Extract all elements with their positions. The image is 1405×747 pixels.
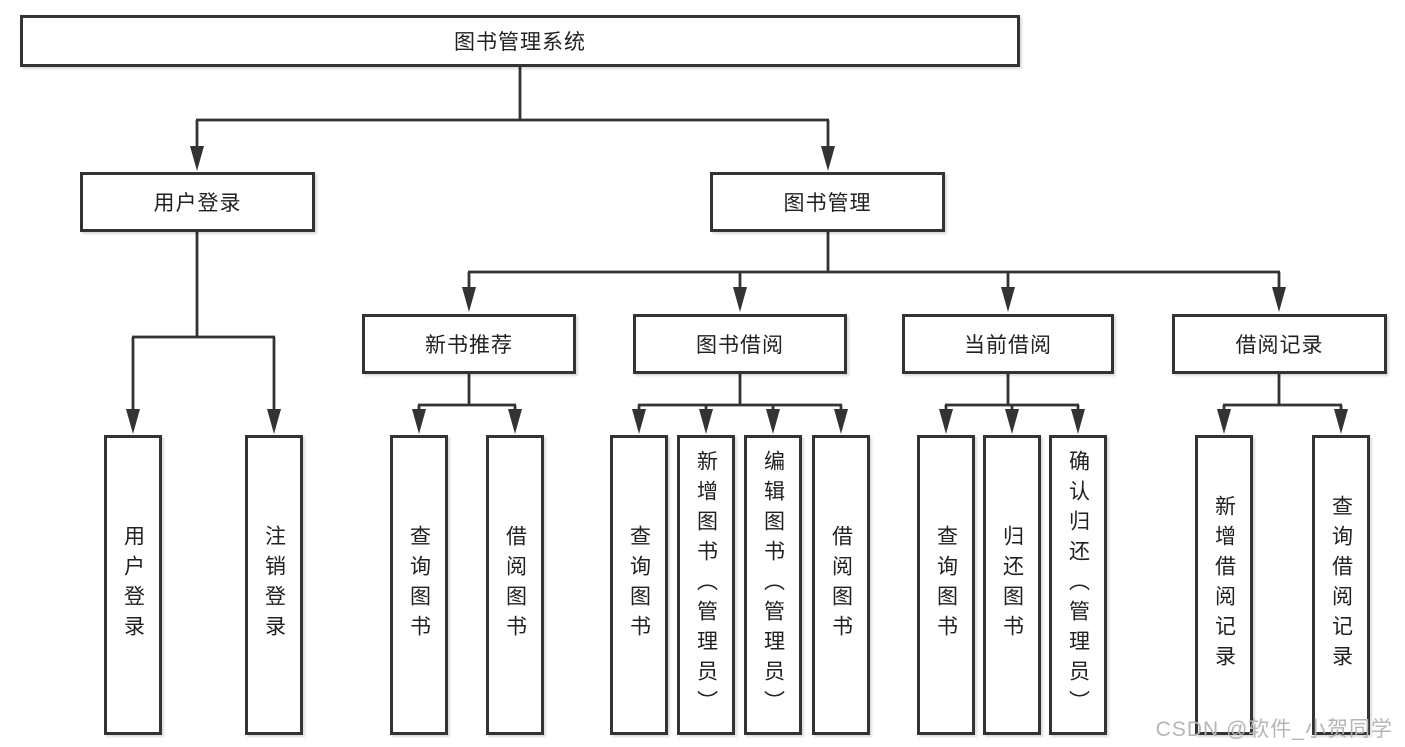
leaf-query-books-current: 查询图书 [917,435,975,735]
leaf-borrow-books: 借阅图书 [812,435,870,735]
leaf-borrow-books-recommend: 借阅图书 [486,435,544,735]
leaf-query-books-borrow: 查询图书 [610,435,668,735]
node-label: 确认归还（管理员） [1066,450,1090,720]
leaf-add-book-admin: 新增图书（管理员） [677,435,735,735]
leaf-edit-book-admin: 编辑图书（管理员） [744,435,802,735]
leaf-confirm-return-admin: 确认归还（管理员） [1049,435,1107,735]
node-label: 借阅记录 [1235,334,1324,357]
node-borrowing-records: 借阅记录 [1172,314,1387,374]
node-label: 借阅图书 [829,525,853,645]
node-label: 编辑图书（管理员） [761,450,785,720]
leaf-return-books: 归还图书 [983,435,1041,735]
node-current-borrowing: 当前借阅 [902,314,1114,374]
node-label: 归还图书 [1000,525,1024,645]
node-label: 新增图书（管理员） [694,450,718,720]
node-book-borrowing: 图书借阅 [633,314,847,374]
node-label: 查询图书 [407,525,431,645]
leaf-query-books-recommend: 查询图书 [390,435,448,735]
node-new-book-recommendation: 新书推荐 [362,314,576,374]
leaf-add-borrow-record: 新增借阅记录 [1195,435,1253,735]
node-label: 查询图书 [627,525,651,645]
node-label: 借阅图书 [503,525,527,645]
leaf-query-borrow-record: 查询借阅记录 [1312,435,1370,735]
leaf-logout: 注销登录 [245,435,303,735]
node-label: 用户登录 [121,525,145,645]
node-label: 注销登录 [262,525,286,645]
node-label: 图书管理系统 [454,31,586,54]
node-label: 图书管理 [783,192,872,215]
node-book-management: 图书管理 [710,172,945,232]
node-label: 查询图书 [934,525,958,645]
leaf-user-login: 用户登录 [104,435,162,735]
node-label: 新书推荐 [425,334,513,357]
node-label: 当前借阅 [964,334,1052,357]
node-label: 图书借阅 [696,334,784,357]
node-label: 查询借阅记录 [1329,495,1353,675]
node-library-management-system: 图书管理系统 [20,15,1020,67]
node-label: 新增借阅记录 [1212,495,1236,675]
node-label: 用户登录 [153,192,242,215]
csdn-watermark: CSDN @软件_小贺同学 [1155,718,1393,741]
node-user-login: 用户登录 [80,172,315,232]
